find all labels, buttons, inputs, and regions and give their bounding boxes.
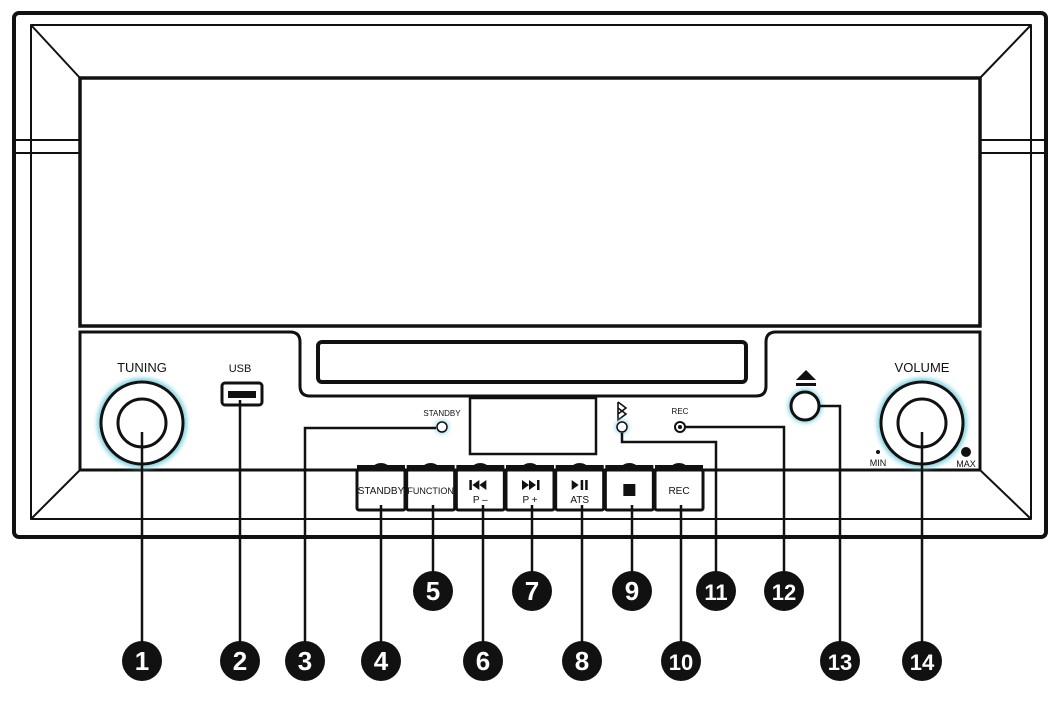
callout-2-circle <box>220 641 260 681</box>
callout-7-number: 7 <box>525 576 539 606</box>
callout-3: 3 <box>285 641 325 681</box>
leader-3 <box>303 426 436 645</box>
callout-3-number: 3 <box>298 646 312 676</box>
callout-13-circle <box>820 641 860 681</box>
callout-6-circle <box>463 641 503 681</box>
callout-9: 9 <box>612 571 652 611</box>
callout-12: 12 <box>764 571 804 611</box>
usb-label: USB <box>229 363 252 375</box>
disc-slot[interactable] <box>316 340 748 384</box>
callout-3-circle <box>285 641 325 681</box>
prev-button-sublabel: P – <box>473 495 488 506</box>
leader-12 <box>685 425 786 575</box>
next-button-sublabel: P + <box>522 495 537 506</box>
callout-10-number: 10 <box>669 650 693 675</box>
eject-button[interactable] <box>788 389 822 423</box>
callout-5: 5 <box>413 571 453 611</box>
callout-12-circle <box>764 571 804 611</box>
standby-button-label: STANDBY <box>358 486 405 497</box>
callout-1: 1 <box>122 641 162 681</box>
callout-14-number: 14 <box>910 650 935 675</box>
play-pause-button-sublabel: ATS <box>570 495 589 506</box>
prev-button[interactable]: P – <box>454 462 506 512</box>
leader-11 <box>620 433 718 575</box>
leader-13 <box>818 404 842 645</box>
stop-icon <box>623 484 636 496</box>
bluetooth-led <box>615 420 629 434</box>
function-button[interactable]: FUNCTION <box>405 462 457 512</box>
callout-4-number: 4 <box>374 646 389 676</box>
rec-button[interactable]: REC <box>653 462 705 512</box>
standby-button[interactable]: STANDBY <box>355 462 407 512</box>
callout-7: 7 <box>512 571 552 611</box>
leader-lines <box>140 400 924 645</box>
callout-5-number: 5 <box>426 576 440 606</box>
callout-2-number: 2 <box>233 646 247 676</box>
callout-11: 11 <box>696 571 736 611</box>
skip-back-icon <box>469 480 487 490</box>
cabinet-outer-frame <box>12 11 1048 539</box>
volume-min-dot <box>876 450 880 454</box>
callout-14: 14 <box>902 641 942 681</box>
callout-9-circle <box>612 571 652 611</box>
callout-9-number: 9 <box>625 576 639 606</box>
callout-13-number: 13 <box>828 650 852 675</box>
stop-button[interactable] <box>603 462 655 512</box>
control-panel-face <box>78 330 982 472</box>
tuning-label: TUNING <box>117 360 167 375</box>
cabinet <box>12 11 1048 539</box>
rec-led-label: REC <box>672 407 689 416</box>
callout-4-circle <box>361 641 401 681</box>
bluetooth-icon <box>617 401 628 422</box>
rec-led <box>674 421 686 433</box>
function-button-label: FUNCTION <box>407 486 454 496</box>
volume-min-label: MIN <box>870 458 887 468</box>
next-button[interactable]: P + <box>504 462 556 512</box>
callout-1-circle <box>122 641 162 681</box>
callout-8-number: 8 <box>575 646 589 676</box>
callout-4: 4 <box>361 641 401 681</box>
standby-led <box>435 420 449 434</box>
callout-6-number: 6 <box>476 646 490 676</box>
eject-icon <box>796 370 816 386</box>
callout-1-number: 1 <box>135 646 149 676</box>
skip-forward-icon <box>522 480 540 490</box>
volume-max-label: MAX <box>956 459 976 469</box>
rec-button-label: REC <box>668 486 689 497</box>
callout-7-circle <box>512 571 552 611</box>
play-pause-button[interactable]: ATS <box>554 462 606 512</box>
callout-11-number: 11 <box>704 580 727 605</box>
standby-led-label: STANDBY <box>423 409 461 418</box>
callout-8-circle <box>562 641 602 681</box>
display-window <box>468 396 598 456</box>
lid-window <box>78 76 982 328</box>
usb-port-icon[interactable] <box>220 381 264 407</box>
callout-8: 8 <box>562 641 602 681</box>
callout-6: 6 <box>463 641 503 681</box>
callout-11-circle <box>696 571 736 611</box>
play-pause-icon <box>571 480 588 490</box>
callout-14-circle <box>902 641 942 681</box>
callout-2: 2 <box>220 641 260 681</box>
callout-12-number: 12 <box>772 580 796 605</box>
callout-10: 10 <box>661 641 701 681</box>
callout-13: 13 <box>820 641 860 681</box>
volume-label: VOLUME <box>895 360 950 375</box>
callout-10-circle <box>661 641 701 681</box>
callout-5-circle <box>413 571 453 611</box>
volume-max-dot <box>961 447 971 457</box>
